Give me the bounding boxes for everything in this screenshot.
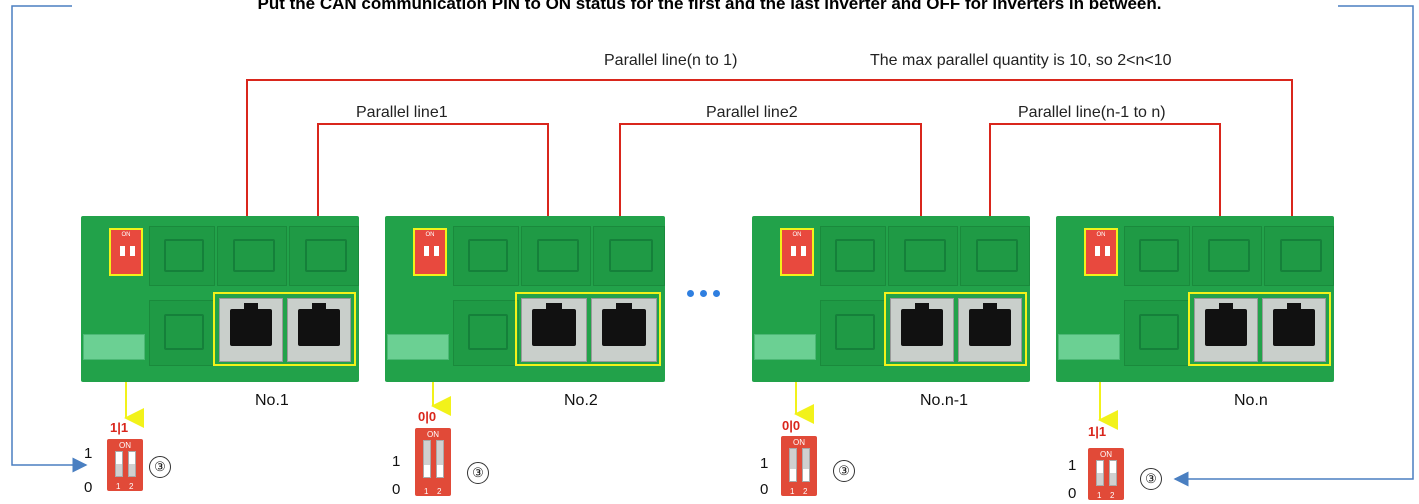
terminal-block (754, 334, 816, 360)
reference-3-marker: ③ (467, 462, 489, 484)
level-high: 1 (84, 445, 93, 462)
level-high: 1 (1068, 457, 1077, 474)
pin-state-n-1: 0|0 (782, 418, 801, 433)
terminal-block (1058, 334, 1120, 360)
can-port (1124, 226, 1190, 286)
port (1264, 226, 1334, 286)
level-high: 1 (760, 455, 769, 472)
port (960, 226, 1030, 286)
pin-state-2: 0|0 (418, 409, 437, 424)
level-high: 1 (392, 453, 401, 470)
port (593, 226, 665, 286)
callout-arrow-right (1173, 5, 1414, 487)
unit-label-n: No.n (1234, 392, 1268, 409)
can-port (149, 226, 215, 286)
port (888, 226, 958, 286)
port (289, 226, 359, 286)
dip-switch-mini: ON (780, 228, 814, 276)
rj45-port-1 (521, 298, 587, 362)
inverter-board-1: ON (81, 216, 359, 382)
cable-label-line1: Parallel line1 (356, 104, 448, 121)
unit-label-n-1: No.n-1 (920, 392, 969, 409)
rj45-port-2 (958, 298, 1022, 362)
parallel-port-highlight (1188, 292, 1331, 366)
cable-label-line2: Parallel line2 (706, 104, 798, 121)
dip-switch-mini: ON (109, 228, 143, 276)
reference-3-marker: ③ (1140, 468, 1162, 490)
port (521, 226, 591, 286)
terminal-block (387, 334, 449, 360)
can-port (820, 226, 886, 286)
cable-line1 (317, 123, 549, 300)
callout-arrow-left (11, 5, 88, 473)
pin-state-n: 1|1 (1088, 424, 1107, 439)
rj45-port-1 (1194, 298, 1258, 362)
ellipsis-more-inverters (684, 284, 723, 302)
rj45-port-2 (1262, 298, 1326, 362)
cable-n-to-1 (246, 79, 1293, 300)
parallel-port-highlight (213, 292, 356, 366)
level-low: 0 (760, 481, 769, 498)
port (1192, 226, 1262, 286)
inverter-board-n-1: ON (752, 216, 1030, 382)
pin-state-1: 1|1 (110, 420, 129, 435)
port (149, 300, 215, 366)
reference-3-marker: ③ (833, 460, 855, 482)
reference-3-marker: ③ (149, 456, 171, 478)
cable-label-n-to-1: Parallel line(n to 1) (604, 52, 738, 69)
unit-label-1: No.1 (255, 392, 289, 409)
level-low: 0 (392, 481, 401, 498)
cable-line2 (619, 123, 922, 300)
dip-switch-mini: ON (1084, 228, 1118, 276)
port (217, 226, 287, 286)
level-low: 0 (84, 479, 93, 496)
diagram-title: Put the CAN communication PIN to ON stat… (257, 0, 1162, 13)
parallel-port-highlight (884, 292, 1027, 366)
rj45-port-1 (219, 298, 283, 362)
inverter-board-n: ON (1056, 216, 1334, 382)
parallel-port-highlight (515, 292, 661, 366)
dip-switch-mini: ON (413, 228, 447, 276)
rj45-port-1 (890, 298, 954, 362)
cable-label-n1-to-n: Parallel line(n-1 to n) (1018, 104, 1166, 121)
port (1124, 300, 1190, 366)
inverter-board-2: ON (385, 216, 665, 382)
terminal-block (83, 334, 145, 360)
level-low: 0 (1068, 485, 1077, 502)
max-quantity-note: The max parallel quantity is 10, so 2<n<… (870, 52, 1172, 69)
can-port (453, 226, 519, 286)
rj45-port-2 (287, 298, 351, 362)
cable-n1-to-n (989, 123, 1221, 300)
port (453, 300, 519, 366)
unit-label-2: No.2 (564, 392, 598, 409)
port (820, 300, 886, 366)
rj45-port-2 (591, 298, 657, 362)
